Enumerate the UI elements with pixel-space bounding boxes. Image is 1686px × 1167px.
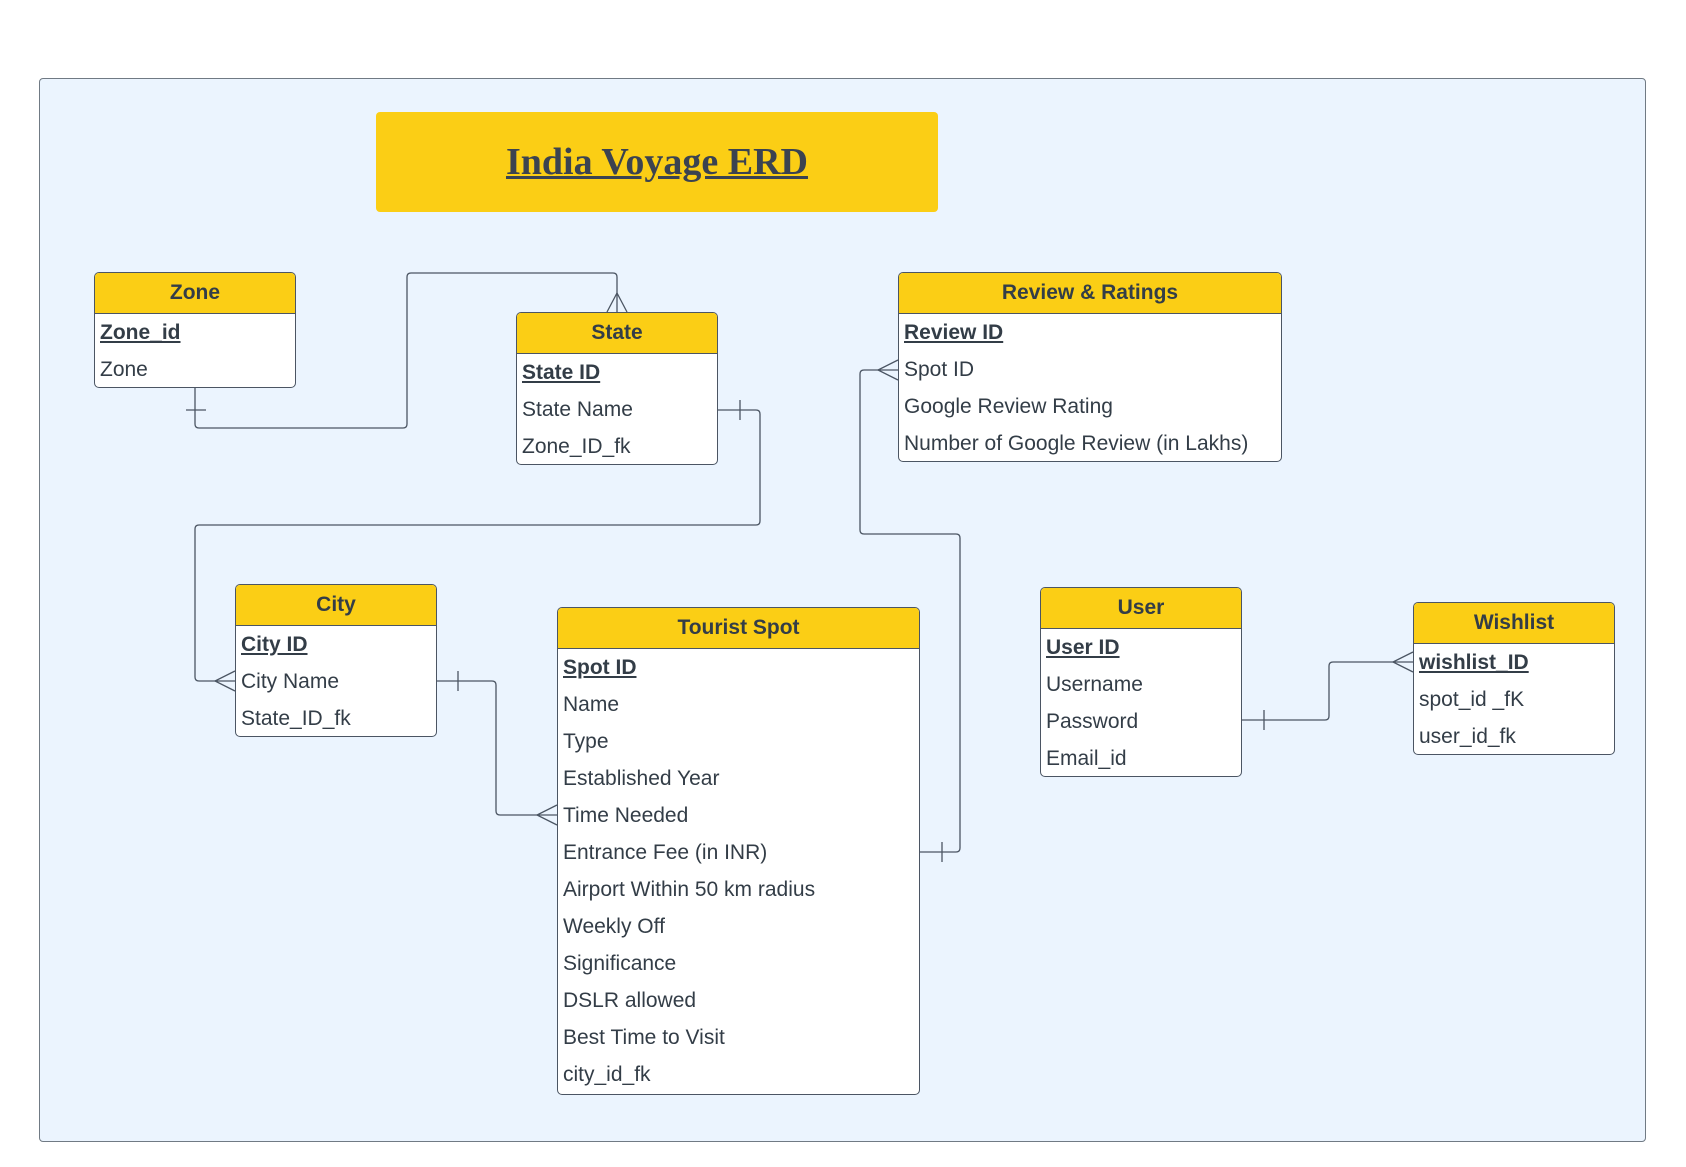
entity-header: Zone [95, 273, 295, 314]
attribute-field: Email_id [1046, 747, 1127, 770]
entity-header: Wishlist [1414, 603, 1614, 644]
crows-foot-many-marker [876, 359, 899, 381]
attribute-field: Zone_ID_fk [522, 435, 631, 458]
entity-wishlist[interactable]: Wishlist wishlist_ID spot_id _fK user_id… [1413, 602, 1615, 755]
attribute-field: Spot ID [904, 358, 975, 381]
relationship-line-state-city [194, 409, 761, 682]
attribute-field: City Name [241, 670, 340, 693]
primary-key-field: Review ID [904, 321, 1004, 344]
diagram-title: India Voyage ERD [506, 141, 808, 183]
primary-key-field: State ID [522, 361, 601, 384]
attribute-field: Airport Within 50 km radius [563, 878, 816, 901]
primary-key-field: User ID [1046, 636, 1120, 659]
primary-key-field: Spot ID [563, 656, 637, 679]
attribute-field: user_id_fk [1419, 725, 1516, 748]
attribute-field: Google Review Rating [904, 395, 1113, 418]
primary-key-field: Zone_id [100, 321, 181, 344]
attribute-field: spot_id _fK [1419, 688, 1525, 711]
crows-foot-many-marker [213, 670, 236, 692]
entity-user[interactable]: User User ID Username Password Email_id [1040, 587, 1242, 777]
relationship-line-spot-review [859, 369, 961, 853]
entity-header: Review & Ratings [899, 273, 1281, 314]
attribute-field: State Name [522, 398, 633, 421]
attribute-field: Time Needed [563, 804, 689, 827]
attribute-field: Significance [563, 952, 677, 975]
attribute-field: DSLR allowed [563, 989, 697, 1012]
attribute-field: Entrance Fee (in INR) [563, 841, 768, 864]
attribute-field: Established Year [563, 767, 720, 790]
entity-header: User [1041, 588, 1241, 629]
attribute-field: Username [1046, 673, 1143, 696]
attribute-field: Best Time to Visit [563, 1026, 725, 1049]
attribute-field: State_ID_fk [241, 707, 351, 730]
entity-review-ratings[interactable]: Review & Ratings Review ID Spot ID Googl… [898, 272, 1282, 462]
attribute-field: Password [1046, 710, 1139, 733]
relationship-line-city-spot [437, 680, 557, 816]
entity-header: Tourist Spot [558, 608, 919, 649]
attribute-field: Number of Google Review (in Lakhs) [904, 432, 1249, 455]
crows-foot-many-marker [606, 291, 628, 313]
attribute-field: Name [563, 693, 620, 716]
attribute-field: Type [563, 730, 609, 753]
primary-key-field: City ID [241, 633, 308, 656]
primary-key-field: wishlist_ID [1419, 651, 1529, 674]
attribute-field: Weekly Off [563, 915, 665, 938]
entity-city[interactable]: City City ID City Name State_ID_fk [235, 584, 437, 737]
attribute-field: Zone [100, 358, 148, 381]
relationship-line-zone-state [194, 272, 618, 429]
crows-foot-many-marker [1391, 651, 1414, 673]
title-banner: India Voyage ERD [376, 112, 938, 212]
entity-header: State [517, 313, 717, 354]
relationship-line-user-wishlist [1242, 661, 1413, 721]
crows-foot-many-marker [535, 804, 558, 826]
entity-tourist-spot[interactable]: Tourist Spot Spot ID Name Type Establish… [557, 607, 920, 1095]
entity-header: City [236, 585, 436, 626]
entity-state[interactable]: State State ID State Name Zone_ID_fk [516, 312, 718, 465]
entity-zone[interactable]: Zone Zone_id Zone [94, 272, 296, 388]
attribute-field: city_id_fk [563, 1063, 651, 1086]
